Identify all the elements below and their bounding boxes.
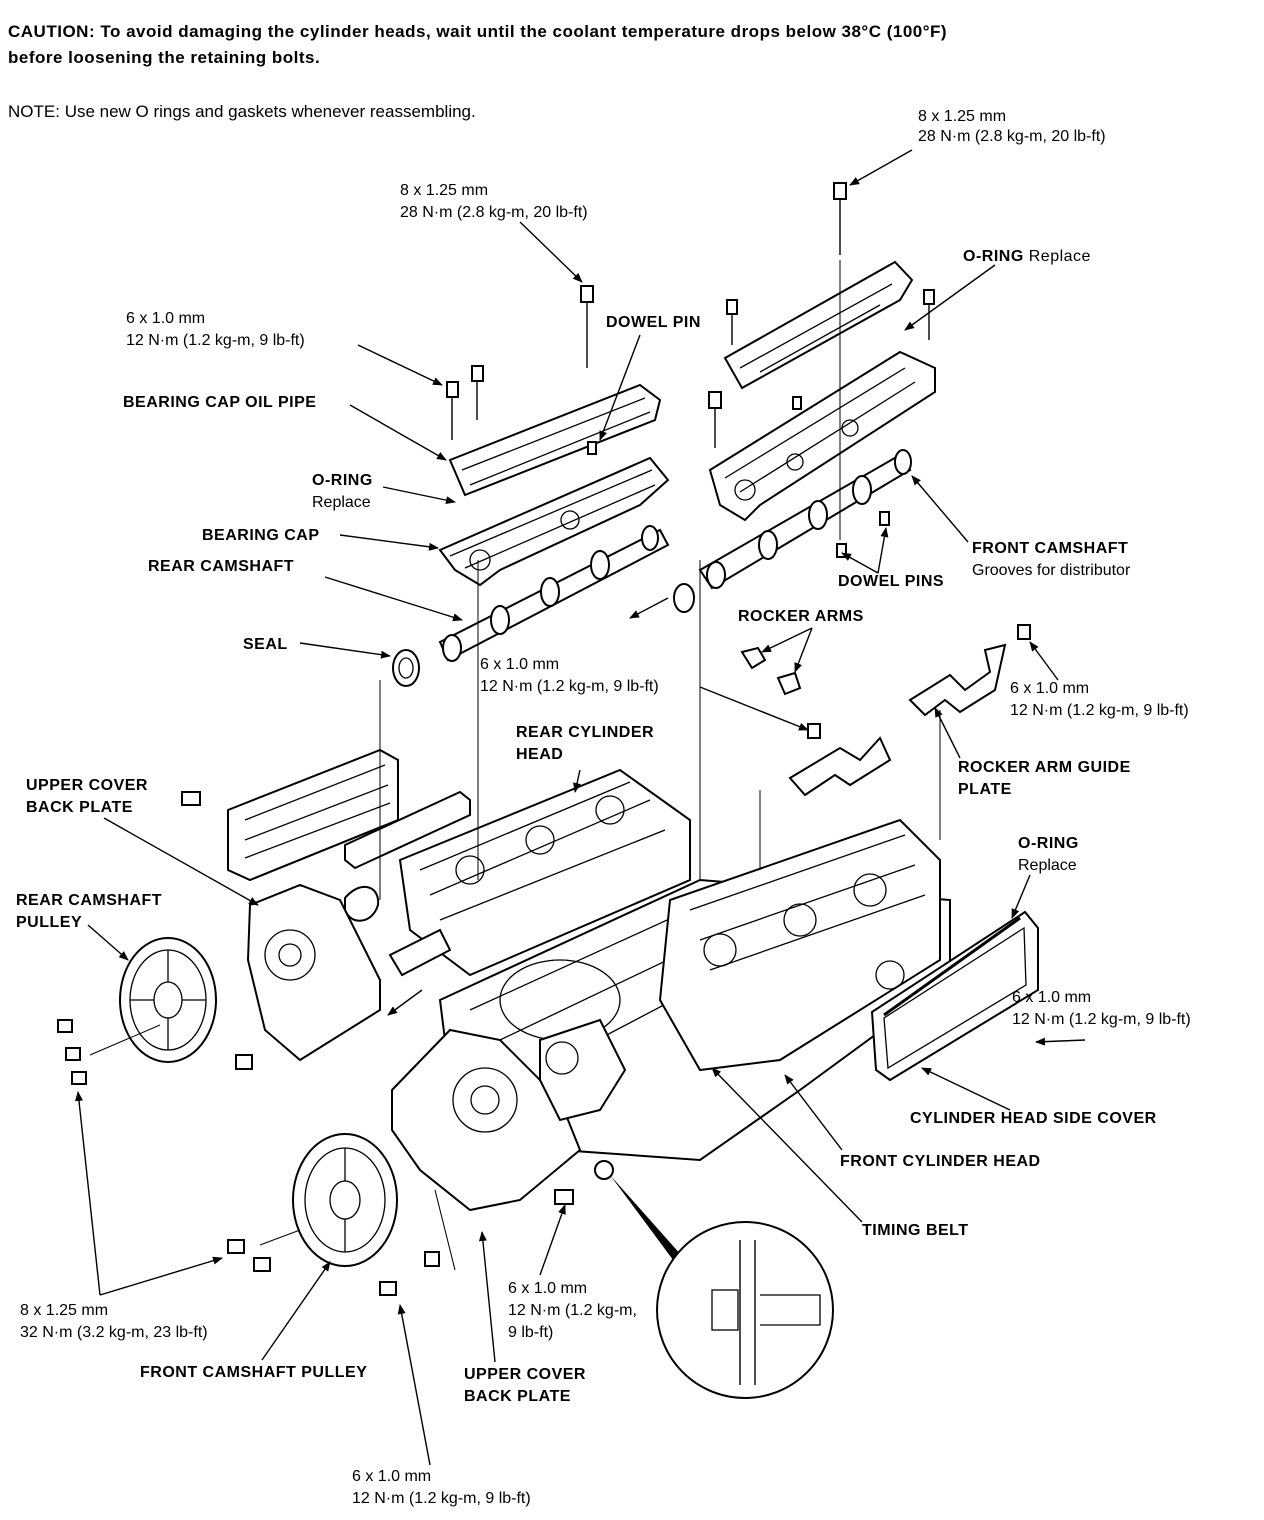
rear-camshaft-pulley: [57, 791, 253, 1085]
rear-upper-cover-back-plate: [246, 883, 381, 1062]
upper-cover-back-plate-left-line2: BACK PLATE: [26, 799, 133, 816]
rocker-arms-label: ROCKER ARMS: [738, 608, 864, 625]
timing-belt-label: TIMING BELT: [862, 1222, 969, 1239]
bolt-lower-mid-line3: 9 lb-ft): [508, 1324, 554, 1341]
rear-camshaft-pulley-line1: REAR CAMSHAFT: [16, 892, 163, 909]
oring-front-top-label: O-RING Replace: [963, 246, 1091, 267]
front-camshaft-pulley-label: FRONT CAMSHAFT PULLEY: [140, 1364, 368, 1381]
leader-lines: [74, 149, 1086, 1466]
bolt-front-top-size: 8 x 1.25 mm: [918, 108, 1007, 125]
caution-prefix: CAUTION:: [8, 22, 96, 41]
rear-camshaft-pulley-line2: PULLEY: [16, 914, 83, 931]
bolt-rear-small-torque: 12 N·m (1.2 kg-m, 9 lb-ft): [126, 332, 305, 349]
detail-magnifier: [610, 1175, 834, 1399]
dowel-pins-label: DOWEL PINS: [838, 573, 945, 590]
oring-side-name: O-RING: [1018, 835, 1079, 852]
note-text: Use new O rings and gaskets whenever rea…: [64, 102, 476, 121]
bolt-rear-top-size: 8 x 1.25 mm: [400, 182, 489, 199]
bolt-lower-mid-line2: 12 N·m (1.2 kg-m,: [508, 1302, 637, 1319]
bolt-bottom-size: 6 x 1.0 mm: [352, 1468, 432, 1485]
bolt-guide-size: 6 x 1.0 mm: [1010, 680, 1090, 697]
front-small-bolts: [227, 1160, 614, 1296]
upper-cover-back-plate-bottom-line2: BACK PLATE: [464, 1388, 571, 1405]
note: NOTE: Use new O rings and gaskets whenev…: [8, 100, 476, 124]
alignment-lines: [89, 260, 941, 1271]
rocker-arm-guide-plate-line1: ROCKER ARM GUIDE: [958, 759, 1131, 776]
rear-top-bolts: [446, 285, 597, 455]
bolt-mid-torque: 12 N·m (1.2 kg-m, 9 lb-ft): [480, 678, 659, 695]
front-top-bolts: [708, 182, 935, 558]
rear-bearing-cap-oil-pipe: [448, 383, 662, 497]
rocker-arm-guide-plate-line2: PLATE: [958, 781, 1012, 798]
cylinder-head-side-cover: [870, 910, 1039, 1082]
cylinder-head-side-cover-label: CYLINDER HEAD SIDE COVER: [910, 1110, 1157, 1127]
timing-belt-cover-gasket: [344, 885, 452, 977]
rear-camshaft-seal: [392, 649, 420, 687]
front-bearing-cap: [708, 350, 936, 522]
front-camshaft-name: FRONT CAMSHAFT: [972, 540, 1129, 557]
oring-front-top-note: Replace: [1028, 248, 1091, 265]
rocker-arms: [740, 646, 802, 696]
bolt-front-top-torque: 28 N·m (2.8 kg-m, 20 lb-ft): [918, 128, 1106, 145]
front-cylinder-head: [658, 818, 941, 1072]
front-camshaft: [698, 449, 912, 590]
bolt-side-cover-torque: 12 N·m (1.2 kg-m, 9 lb-ft): [1012, 1011, 1191, 1028]
caution-line-1: CAUTION: To avoid damaging the cylinder …: [8, 20, 947, 44]
bolt-mid-size: 6 x 1.0 mm: [480, 656, 560, 673]
oring-rear-note: Replace: [312, 494, 371, 511]
rear-cylinder-head-line1: REAR CYLINDER: [516, 724, 655, 741]
upper-cover-back-plate-left-line1: UPPER COVER: [26, 777, 148, 794]
dowel-pin-label: DOWEL PIN: [606, 314, 701, 331]
rear-camshaft-label: REAR CAMSHAFT: [148, 558, 295, 575]
oring-side-note: Replace: [1018, 857, 1077, 874]
front-bearing-cap-oil-pipe: [723, 260, 914, 390]
front-cylinder-head-label: FRONT CYLINDER HEAD: [840, 1153, 1041, 1170]
bearing-cap-label: BEARING CAP: [202, 527, 320, 544]
front-camshaft-pulley: [292, 1133, 398, 1267]
rear-bearing-cap: [438, 456, 670, 587]
front-camshaft-note: Grooves for distributor: [972, 562, 1131, 579]
bolt-rear-small-size: 6 x 1.0 mm: [126, 310, 206, 327]
rocker-arm-guide-plate: [788, 624, 1031, 797]
bearing-cap-oil-pipe-label: BEARING CAP OIL PIPE: [123, 394, 317, 411]
bolt-guide-torque: 12 N·m (1.2 kg-m, 9 lb-ft): [1010, 702, 1189, 719]
rear-cylinder-head-line2: HEAD: [516, 746, 564, 763]
rear-cylinder-head: [398, 768, 691, 977]
front-upper-cover-back-plate: [391, 1028, 582, 1212]
bolt-pulley-torque: 32 N·m (3.2 kg-m, 23 lb-ft): [20, 1324, 208, 1341]
note-prefix: NOTE:: [8, 102, 60, 121]
front-camshaft-seal: [673, 583, 695, 613]
bolt-side-cover-size: 6 x 1.0 mm: [1012, 989, 1092, 1006]
seal-label: SEAL: [243, 636, 288, 653]
bolt-lower-mid-size: 6 x 1.0 mm: [508, 1280, 588, 1297]
bolt-bottom-torque: 12 N·m (1.2 kg-m, 9 lb-ft): [352, 1490, 531, 1507]
rear-camshaft: [438, 525, 670, 662]
bolt-rear-top-torque: 28 N·m (2.8 kg-m, 20 lb-ft): [400, 204, 588, 221]
front-belt-cover-gasket: [539, 1018, 627, 1122]
oring-rear-name: O-RING: [312, 472, 373, 489]
caution-line-2: before loosening the retaining bolts.: [8, 48, 321, 67]
bolt-pulley-size: 8 x 1.25 mm: [20, 1302, 109, 1319]
oring-front-top-name: O-RING: [963, 248, 1024, 265]
caution-text: To avoid damaging the cylinder heads, wa…: [100, 22, 948, 41]
upper-cover-back-plate-bottom-line1: UPPER COVER: [464, 1366, 586, 1383]
